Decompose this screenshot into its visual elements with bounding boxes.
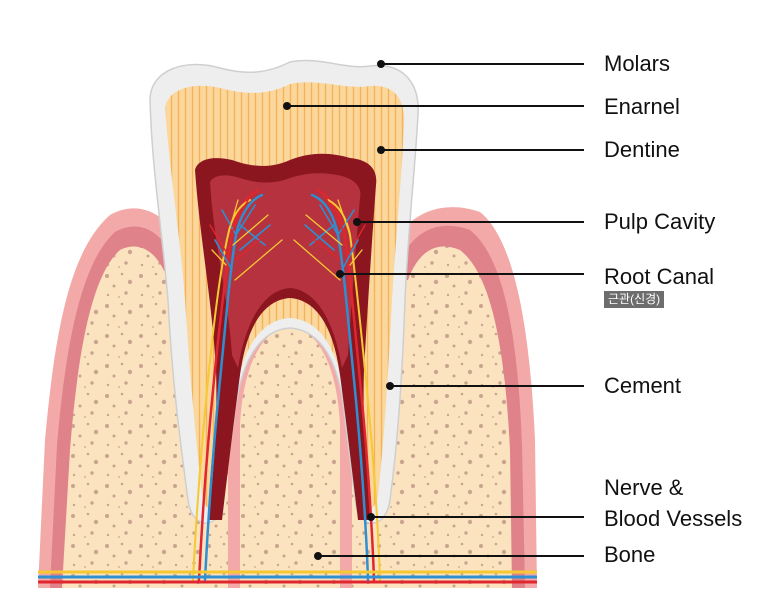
label-molars: Molars — [604, 51, 671, 76]
label-pulp-cavity: Pulp Cavity — [604, 209, 716, 234]
label-bone: Bone — [604, 542, 656, 567]
label-dentine: Dentine — [604, 137, 680, 162]
leader-lines — [283, 60, 584, 560]
label-root-canal-korean: 근관(신경) — [604, 291, 665, 308]
label-enamel: Enarnel — [604, 94, 680, 119]
pulp-inner — [210, 173, 361, 368]
label-nerve-line2: Blood Vessels — [604, 506, 743, 531]
label-cement: Cement — [604, 373, 682, 398]
ground-lines — [38, 570, 537, 584]
nerve-and-vessels — [192, 188, 381, 582]
label-nerve-line1: Nerve & — [604, 475, 684, 500]
bone-inner-arch — [240, 325, 340, 588]
label-root-canal: Root Canal — [604, 264, 715, 289]
